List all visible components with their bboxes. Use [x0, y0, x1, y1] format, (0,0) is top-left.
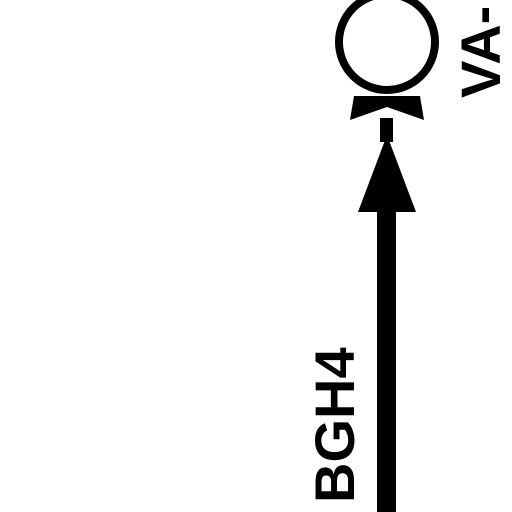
connector-line [380, 118, 393, 142]
waypoint-label: VA- [449, 6, 512, 98]
route-label: BGH4 [303, 347, 366, 503]
waypoint-base-icon [350, 96, 424, 120]
arrowhead-up-icon [358, 135, 416, 212]
open-circle-icon [335, 0, 439, 94]
route-line [377, 210, 396, 512]
